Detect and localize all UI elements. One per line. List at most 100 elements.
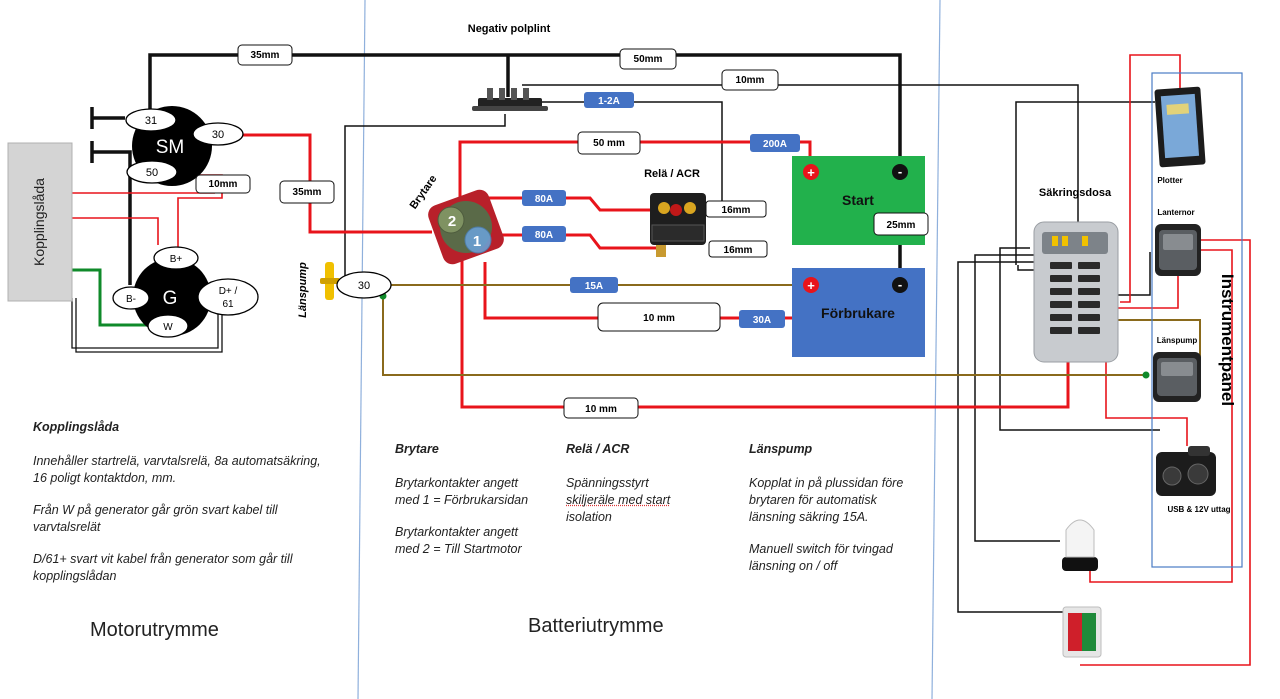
notes-lanspump-p1-l2: brytaren för automatisk <box>749 493 877 507</box>
notes-brytare-p1-l1: Brytarkontakter angett <box>395 476 518 490</box>
g-terminal-w <box>147 314 189 338</box>
sm-terminal-50 <box>126 160 178 184</box>
area-dividers <box>357 0 941 699</box>
g-terminal-w-label: W <box>163 322 173 333</box>
g-label: G <box>163 288 178 309</box>
notes-lanspump-p1-l3: länsning säkring 15A. <box>749 510 869 524</box>
wire-80a-2 <box>495 233 665 250</box>
cable-35mm-top: 35mm <box>251 50 280 61</box>
cable-50mm-mid: 50 mm <box>593 138 625 149</box>
sm-terminal-50-label: 50 <box>146 167 158 179</box>
sm-label: SM <box>156 137 185 158</box>
start-battery-label: Start <box>842 192 874 208</box>
kopplingslada-label: Kopplingslåda <box>31 178 47 266</box>
wire-kopp-red-2 <box>72 217 159 245</box>
wire-plotter-red <box>1120 54 1181 303</box>
sm-terminal-30-label: 30 <box>212 129 224 141</box>
fuse-rows <box>1050 262 1100 334</box>
divider-battery-panel <box>931 0 941 699</box>
double-wires <box>71 298 223 353</box>
forbrukare-battery: Förbrukare + - <box>792 268 925 357</box>
area-motorutrymme: Motorutrymme <box>90 619 219 641</box>
g-terminal-bplus-label: B+ <box>170 254 183 265</box>
brytare: Brytare 2 1 <box>408 173 504 265</box>
start-plus-sign: + <box>807 165 815 180</box>
notes-kopplingslada: Kopplingslåda Innehåller startrelä, varv… <box>33 419 363 600</box>
notes-lanspump-p2: Manuell switch för tvingad länsning on /… <box>749 541 934 575</box>
lanspump-terminal-30-label: 30 <box>358 280 370 292</box>
forbrukare-plus-terminal <box>803 277 819 293</box>
starter-motor: SM 31 30 50 <box>125 106 244 186</box>
instrumentpanel: Instrumentpanel Plotter Lanternor Länspu… <box>1151 72 1243 568</box>
fuse-1-2a: 1-2A <box>598 96 620 107</box>
notes-kopplingslada-p3-l1: D/61+ svart vit kabel från generator som… <box>33 552 293 566</box>
green-wires <box>72 268 148 327</box>
anchor-light <box>1062 519 1098 571</box>
wire-80a-1 <box>478 196 668 212</box>
sm-terminal-30 <box>192 122 244 146</box>
wire-lanspump-switch <box>1112 319 1201 372</box>
notes-lanspump-p1: Kopplat in på plussidan före brytaren fö… <box>749 475 934 526</box>
g-terminal-d61-label-2: 61 <box>222 299 234 310</box>
notes-kopplingslada-p2-l2: varvtalsrelät <box>33 520 101 534</box>
divider-motor-battery <box>357 0 366 699</box>
cable-10mm-sm: 10mm <box>209 179 238 190</box>
sm-terminal-31 <box>125 108 177 132</box>
notes-lanspump-p1-l1: Kopplat in på plussidan före <box>749 476 904 490</box>
wire-panel-red-a <box>1080 239 1251 666</box>
notes-kopplingslada-p3: D/61+ svart vit kabel från generator som… <box>33 551 363 585</box>
lanternor-label: Lanternor <box>1157 208 1194 217</box>
rela-acr: Relä / ACR <box>644 168 706 257</box>
notes-kopplingslada-p1: Innehåller startrelä, varvtalsrelä, 8a a… <box>33 453 363 487</box>
wire-lanspump-long <box>382 298 1148 376</box>
cable-10mm-bottom: 10 mm <box>585 404 617 415</box>
fuse-15a: 15A <box>585 281 603 292</box>
usb-uttag: USB & 12V uttag <box>1156 446 1231 514</box>
notes-kopplingslada-p3-l2: kopplingslådan <box>33 569 117 583</box>
wire-panel-2 <box>999 247 1160 431</box>
start-plus-terminal <box>803 164 819 180</box>
g-terminal-bminus-label: B- <box>126 294 136 305</box>
fuse-labels: 1-2A 200A 80A 80A 15A 30A <box>522 92 800 328</box>
notes-brytare-p2-l1: Brytarkontakter angett <box>395 525 518 539</box>
wire-pump-ground <box>344 114 506 280</box>
notes-brytare: Brytare Brytarkontakter angett med 1 = F… <box>395 441 555 573</box>
notes-rela-p1-l3: isolation <box>566 510 612 524</box>
generator: G B+ B- D+ / 61 W <box>112 246 259 338</box>
wire-panel-1 <box>1015 101 1155 265</box>
notes-kopplingslada-p2: Från W på generator går grön svart kabel… <box>33 502 363 536</box>
usb-uttag-label: USB & 12V uttag <box>1167 505 1230 514</box>
notes-rela: Relä / ACR Spänningsstyrt skiljeräle med… <box>566 441 736 541</box>
fuse-30a: 30A <box>753 315 771 326</box>
negativ-polplint: Negativ polplint <box>468 23 551 111</box>
wire-lanternor-red <box>1118 265 1179 309</box>
start-minus-sign: - <box>898 164 902 179</box>
notes-rela-p1-l2: skiljeräle med start <box>566 493 671 507</box>
forbrukare-plus-sign: + <box>807 278 815 293</box>
wire-lanternor-black <box>1110 252 1151 296</box>
rela-acr-label: Relä / ACR <box>644 168 700 180</box>
notes-lanspump-p2-l2: länsning on / off <box>749 559 838 573</box>
notes-rela-p1-l1: Spänningsstyrt <box>566 476 649 490</box>
notes-brytare-heading: Brytare <box>395 442 439 456</box>
forbrukare-battery-label: Förbrukare <box>821 305 895 321</box>
cable-16mm-a: 16mm <box>722 205 751 216</box>
notes-kopplingslada-heading: Kopplingslåda <box>33 420 120 434</box>
navigation-light <box>1062 606 1102 658</box>
wire-35mm-top <box>148 53 902 165</box>
wire-w-green <box>72 268 148 327</box>
negativ-polplint-label: Negativ polplint <box>468 23 551 35</box>
notes-brytare-p2-l2: med 2 = Till Startmotor <box>395 542 522 556</box>
kopplingslada-box: Kopplingslåda <box>7 142 73 302</box>
cable-25mm: 25mm <box>887 220 916 231</box>
cable-10mm-mid: 10 mm <box>643 313 675 324</box>
notes-brytare-p2: Brytarkontakter angett med 2 = Till Star… <box>395 524 555 558</box>
plotter-label: Plotter <box>1157 176 1182 185</box>
g-terminal-d61 <box>197 278 259 316</box>
wire-panel-5 <box>1017 265 1035 271</box>
wire-usb-red <box>1105 345 1188 446</box>
notes-lanspump: Länspump Kopplat in på plussidan före br… <box>749 441 934 590</box>
black-wires <box>90 53 902 285</box>
wire-10mm-top <box>522 84 1079 262</box>
g-terminal-bplus <box>153 246 199 270</box>
